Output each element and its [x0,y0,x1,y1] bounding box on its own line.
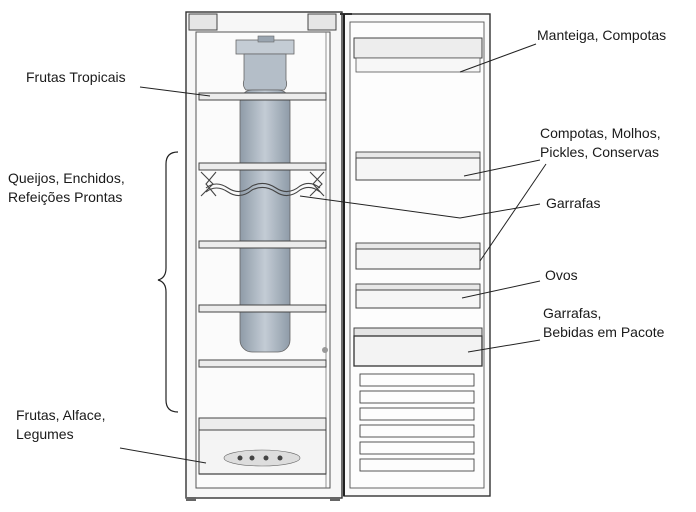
label-compotas-molhos: Compotas, Molhos, Pickles, Conservas [540,124,661,162]
glass-shelves [198,92,327,368]
label-queijos-enchidos: Queijos, Enchidos, Refeições Prontas [8,169,125,207]
label-queijos-line-2: Refeições Prontas [8,189,123,205]
label-frutas-alface-legumes: Frutas, Alface, Legumes [16,406,105,444]
label-manteiga-compotas: Manteiga, Compotas [537,27,667,43]
air-duct [235,35,295,353]
crisper-drawer [198,417,327,475]
label-frutas-tropicais: Frutas Tropicais [26,69,126,85]
label-frutas-alface-line-2: Legumes [16,426,74,442]
label-queijos-line-1: Queijos, Enchidos, [8,170,125,186]
door-bins [353,37,483,472]
label-garrafas: Garrafas [546,195,601,211]
label-garrafas-bebidas-line-1: Garrafas, [543,305,602,321]
label-frutas-alface-line-1: Frutas, Alface, [16,407,106,423]
label-garrafas-bebidas-line-2: Bebidas em Pacote [543,324,665,340]
label-compotas-line-2: Pickles, Conservas [540,144,660,160]
label-garrafas-bebidas: Garrafas, Bebidas em Pacote [543,304,664,342]
label-ovos: Ovos [545,267,578,283]
leader-lines [119,43,547,464]
label-compotas-line-1: Compotas, Molhos, [540,125,661,141]
shelf-group-brace [157,151,179,413]
bottle-rack [200,171,325,197]
